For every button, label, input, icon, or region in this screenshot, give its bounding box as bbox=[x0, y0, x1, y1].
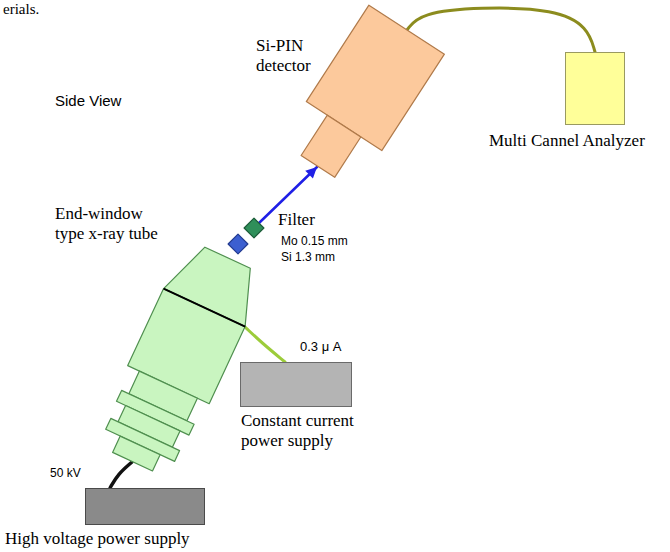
detector-body: Si-PIN detector bbox=[298, 2, 448, 181]
xray-tube-outline bbox=[102, 244, 254, 474]
view-label: Side View bbox=[55, 92, 121, 109]
filter-label: Filter bbox=[278, 210, 315, 230]
xray-tube: End-window type x-ray tube bbox=[102, 244, 254, 474]
supply-label: Constant current power supply bbox=[241, 411, 391, 450]
tube-label: End-window type x-ray tube bbox=[55, 204, 173, 243]
xray-tube-joint-line bbox=[164, 289, 246, 327]
voltage-supply-box: High voltage power supply bbox=[85, 488, 205, 525]
signal-cable bbox=[407, 8, 595, 52]
supply-label: High voltage power supply bbox=[5, 529, 190, 549]
cut-off-text: erials. bbox=[3, 1, 39, 18]
filter-stack-part bbox=[228, 234, 248, 254]
detector-body-outline bbox=[298, 2, 448, 181]
current-supply-box: Constant current power supply bbox=[240, 362, 352, 407]
detector-body-part bbox=[301, 115, 361, 177]
filter-stack-outline bbox=[225, 215, 267, 257]
analyzer-label: Multi Cannel Analyzer bbox=[489, 131, 645, 151]
filter-spec: Si 1.3 mm bbox=[281, 251, 335, 265]
filter-spec: Mo 0.15 mm bbox=[281, 235, 348, 249]
analyzer-box: Multi Cannel Analyzer bbox=[565, 52, 625, 125]
filter-stack-part bbox=[244, 218, 264, 238]
current-value: 0.3 μ A bbox=[300, 340, 341, 355]
xray-tube-part bbox=[113, 436, 161, 471]
detector-label: Si-PIN detector bbox=[256, 36, 328, 75]
high-voltage-cable bbox=[110, 462, 132, 488]
filter-stack: FilterMo 0.15 mmSi 1.3 mm bbox=[225, 215, 267, 257]
current-cable bbox=[245, 327, 285, 362]
voltage-value: 50 kV bbox=[50, 467, 81, 481]
